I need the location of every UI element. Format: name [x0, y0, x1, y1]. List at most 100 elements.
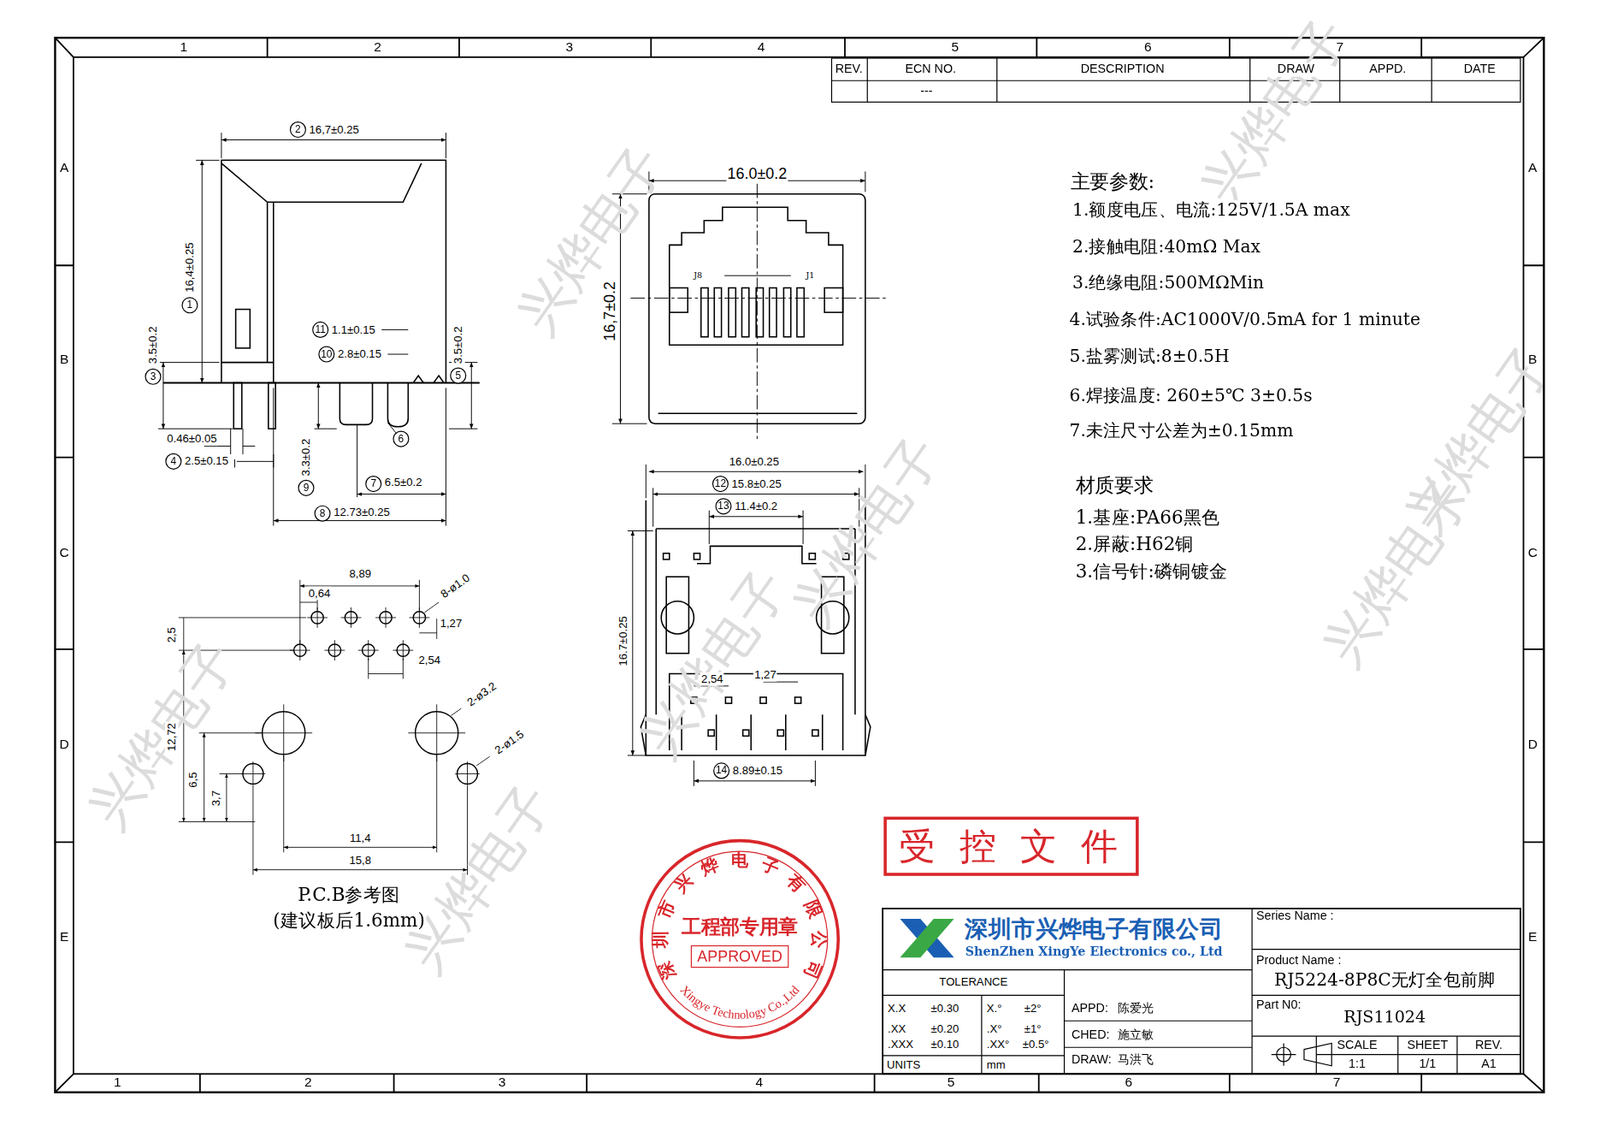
- callout-number: 1: [181, 296, 198, 313]
- drawing-label: J8: [692, 271, 703, 281]
- drawing-label: Series Name :: [1255, 909, 1335, 923]
- callout-number: 10: [318, 346, 335, 363]
- callout-number: 2: [289, 121, 307, 138]
- drawing-label: .XX°: [985, 1037, 1011, 1051]
- drawing-label: A: [1527, 160, 1539, 177]
- drawing-label: X.°: [985, 1001, 1004, 1015]
- drawing-label: ±0.20: [929, 1021, 960, 1035]
- drawing-label: C: [1526, 545, 1539, 561]
- approved-text: APPROVED: [691, 945, 787, 967]
- svg-text:Xingye Technology Co.,Ltd: Xingye Technology Co.,Ltd: [678, 982, 803, 1022]
- drawing-label: ±0.30: [929, 1001, 960, 1015]
- drawing-label: 8-ø1.0: [436, 570, 473, 601]
- drawing-label: 2-ø1.5: [491, 726, 528, 757]
- drawing-label: 3: [564, 40, 574, 56]
- drawing-label: 2,5: [165, 625, 178, 644]
- callout-number: 5: [449, 367, 467, 384]
- drawing-label: 4.试验条件:AC1000V/0.5mA for 1 minute: [1068, 309, 1422, 330]
- drawing-label: 1: [178, 40, 189, 56]
- drawing-label: 12.73±0.25: [332, 505, 391, 519]
- drawing-label: 16.0±0.25: [727, 454, 780, 468]
- callout-number: 8: [314, 505, 331, 522]
- drawing-label: 7.未注尺寸公差为±0.15mm: [1068, 420, 1294, 441]
- drawing-label: D: [58, 737, 71, 753]
- callout-number: 13: [714, 497, 732, 514]
- drawing-label: APPD:: [1070, 1001, 1110, 1016]
- drawing-label: 1,27: [753, 667, 778, 681]
- watermark: 兴烨电子: [76, 629, 250, 840]
- approval-seal: 深圳市兴烨电子有限公司Xingye Technology Co.,Ltd工程部专…: [639, 838, 840, 1040]
- drawing-label: B: [59, 352, 71, 368]
- drawing-label: 3.3±0.2: [299, 437, 313, 478]
- callout-number: 11: [312, 321, 329, 338]
- watermark: 兴烨电子: [780, 425, 954, 636]
- drawing-label: 5: [950, 40, 960, 56]
- drawing-label: RJ5224-8P8C无灯全包前脚: [1273, 969, 1497, 990]
- drawing-label: 12,72: [165, 721, 178, 752]
- drawing-label: 16,7±0.25: [307, 123, 361, 136]
- drawing-label: ±2°: [1022, 1001, 1042, 1015]
- stamp-text: 受 控 文 件: [886, 819, 1136, 868]
- drawing-label: 15.8±0.25: [730, 477, 783, 491]
- callout-number: 12: [712, 475, 729, 492]
- drawing-label: SHEET: [1405, 1038, 1449, 1052]
- drawing-label: APPD.: [1368, 62, 1407, 77]
- drawing-label: RJS11024: [1342, 1008, 1427, 1028]
- drawing-label: UNITS: [885, 1057, 922, 1071]
- drawing-label: 3.绝缘电阻:500MΩMin: [1071, 272, 1265, 293]
- drawing-label: 3: [497, 1074, 508, 1091]
- watermark: 兴烨电子: [627, 558, 801, 769]
- drawing-label: 5.盐雾测试:8±0.5H: [1068, 346, 1231, 367]
- drawing-label: 3,7: [209, 789, 223, 808]
- drawing-label: Part N0:: [1255, 997, 1303, 1012]
- drawing-label: mm: [985, 1057, 1007, 1071]
- drawing-label: A1: [1480, 1056, 1498, 1071]
- drawing-label: C: [58, 545, 71, 561]
- drawing-label: 1.基座:PA66黑色: [1074, 507, 1221, 529]
- drawing-label: 2: [303, 1074, 313, 1091]
- drawing-label: 16,7±0.2: [600, 280, 619, 343]
- drawing-label: 6: [1123, 1074, 1134, 1091]
- drawing-label: 深圳市兴烨电子有限公司: [963, 915, 1224, 943]
- drawing-label: 1: [112, 1074, 123, 1091]
- approved-box: APPROVED: [690, 944, 789, 968]
- drawing-label: 7: [1334, 40, 1345, 56]
- drawing-label: .XX: [886, 1021, 908, 1035]
- drawing-label: 11,4: [348, 831, 372, 845]
- drawing-label: 2.接触电阻:40mΩ Max: [1071, 236, 1262, 257]
- drawing-label: 材质要求: [1074, 474, 1154, 497]
- callout-number: 6: [392, 430, 409, 448]
- drawing-label: 16.7±0.25: [617, 614, 631, 668]
- drawing-label: P.C.B参考图: [296, 884, 402, 906]
- watermark: 兴烨电子: [1311, 466, 1485, 677]
- drawing-label: 0,64: [307, 586, 332, 600]
- watermark: 兴烨电子: [393, 772, 567, 983]
- watermark: 兴烨电子: [505, 134, 679, 345]
- drawing-label: 2,54: [417, 653, 442, 667]
- drawing-label: 6: [1143, 40, 1153, 56]
- drawing-label: 2.屏蔽:H62铜: [1074, 533, 1195, 555]
- drawing-label: ShenZhen XingYe Electronics co., Ltd: [964, 944, 1224, 959]
- drawing-label: 8.89±0.15: [732, 763, 785, 777]
- drawing-label: 2-ø3.2: [463, 678, 500, 709]
- drawing-label: 1,27: [438, 617, 463, 631]
- drawing-label: E: [1527, 928, 1539, 945]
- drawing-label: 15,8: [348, 853, 372, 867]
- callout-number: 3: [144, 368, 161, 385]
- drawing-label: X.X: [886, 1001, 908, 1015]
- callout-number: 14: [713, 761, 730, 779]
- drawing-label: DRAW:: [1070, 1053, 1113, 1068]
- drawing-label: 7: [1332, 1074, 1342, 1091]
- drawing-label: SCALE: [1335, 1038, 1378, 1052]
- seal-ring: 深圳市兴烨电子有限公司Xingye Technology Co.,Ltd: [643, 841, 838, 1036]
- drawing-label: ±1°: [1022, 1021, 1042, 1035]
- drawing-label: (建议板后1.6mm): [271, 909, 426, 932]
- drawing-label: CHED:: [1070, 1027, 1111, 1042]
- drawing-label: 2.5±0.15: [183, 454, 230, 467]
- drawing-label: 3.5±0.2: [451, 324, 465, 365]
- drawing-label: 2: [372, 40, 383, 56]
- drawing-label: D: [1526, 737, 1539, 753]
- drawing-label: 2,54: [700, 672, 725, 685]
- drawing-label: B: [1527, 352, 1539, 368]
